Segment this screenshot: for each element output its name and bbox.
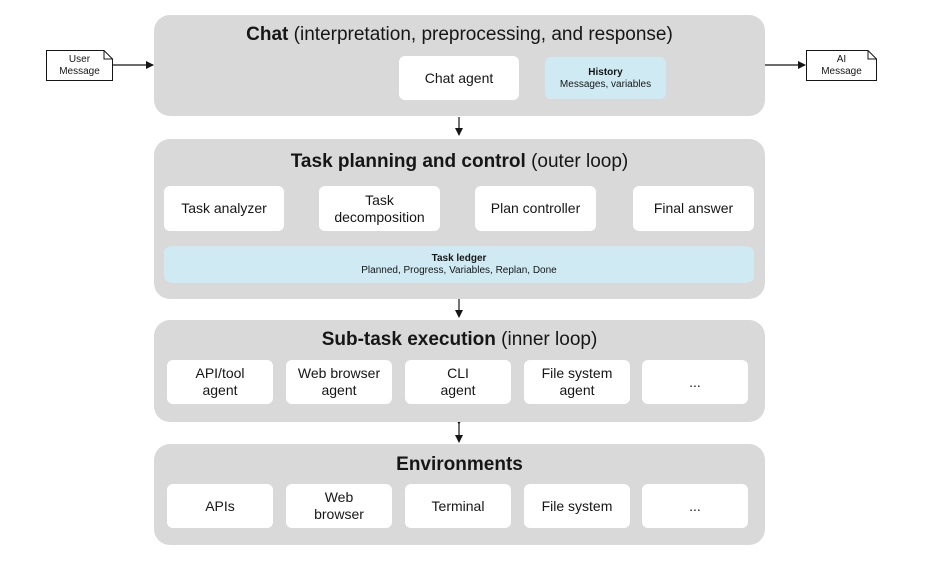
terminal-box: Terminal: [405, 484, 511, 528]
task-decomposition-box: Task decomposition: [319, 186, 440, 231]
environments-panel: Environments APIs Web browser Terminal F…: [154, 444, 765, 545]
file-system-box: File system: [524, 484, 630, 528]
execution-panel-title: Sub-task execution (inner loop): [321, 329, 598, 350]
chat-panel: Chat (interpretation, preprocessing, and…: [154, 15, 765, 116]
apis-box: APIs: [167, 484, 273, 528]
execution-panel: Sub-task execution (inner loop) API/tool…: [154, 320, 765, 422]
task-analyzer-box: Task analyzer: [164, 186, 284, 231]
ai-message-label: AI Message: [821, 54, 862, 77]
plan-controller-label: Plan controller: [490, 200, 581, 217]
api-tool-agent-label: API/tool agent: [195, 365, 245, 398]
history-subtitle: Messages, variables: [559, 78, 652, 90]
user-message-node: User Message: [46, 50, 113, 81]
ai-message-node: AI Message: [806, 50, 877, 81]
apis-label: APIs: [205, 497, 235, 514]
file-system-label: File system: [541, 497, 613, 514]
task-decomposition-label: Task decomposition: [334, 191, 425, 225]
web-browser-agent-box: Web browser agent: [286, 360, 392, 404]
task-ledger-subtitle: Planned, Progress, Variables, Replan, Do…: [361, 265, 557, 276]
user-message-label: User Message: [59, 54, 100, 77]
file-system-agent-box: File system agent: [524, 360, 630, 404]
document-icon: [806, 50, 877, 81]
final-answer-label: Final answer: [653, 200, 734, 217]
task-ledger-store: Task ledger Planned, Progress, Variables…: [164, 246, 754, 283]
web-browser-agent-label: Web browser agent: [297, 365, 381, 398]
history-store: History Messages, variables: [545, 57, 666, 99]
document-icon: [46, 50, 113, 81]
planning-panel-title: Task planning and control (outer loop): [290, 151, 629, 172]
file-system-agent-label: File system agent: [541, 365, 613, 398]
task-analyzer-label: Task analyzer: [181, 200, 267, 217]
chat-agent-box: Chat agent: [399, 56, 519, 100]
plan-controller-box: Plan controller: [475, 186, 596, 231]
more-agents-box: ...: [642, 360, 748, 404]
terminal-label: Terminal: [431, 497, 485, 514]
api-tool-agent-box: API/tool agent: [167, 360, 273, 404]
chat-panel-title: Chat (interpretation, preprocessing, and…: [246, 24, 673, 45]
more-environments-label: ...: [689, 497, 701, 514]
more-environments-box: ...: [642, 484, 748, 528]
cli-agent-label: CLI agent: [440, 365, 476, 398]
web-browser-label: Web browser: [314, 489, 364, 522]
more-agents-label: ...: [689, 373, 701, 390]
history-title: History: [588, 66, 623, 78]
chat-agent-label: Chat agent: [424, 69, 494, 86]
web-browser-box: Web browser: [286, 484, 392, 528]
cli-agent-box: CLI agent: [405, 360, 511, 404]
environments-panel-title: Environments: [396, 454, 523, 475]
task-ledger-title: Task ledger: [431, 253, 487, 264]
planning-panel: Task planning and control (outer loop) T…: [154, 139, 765, 299]
final-answer-box: Final answer: [633, 186, 754, 231]
